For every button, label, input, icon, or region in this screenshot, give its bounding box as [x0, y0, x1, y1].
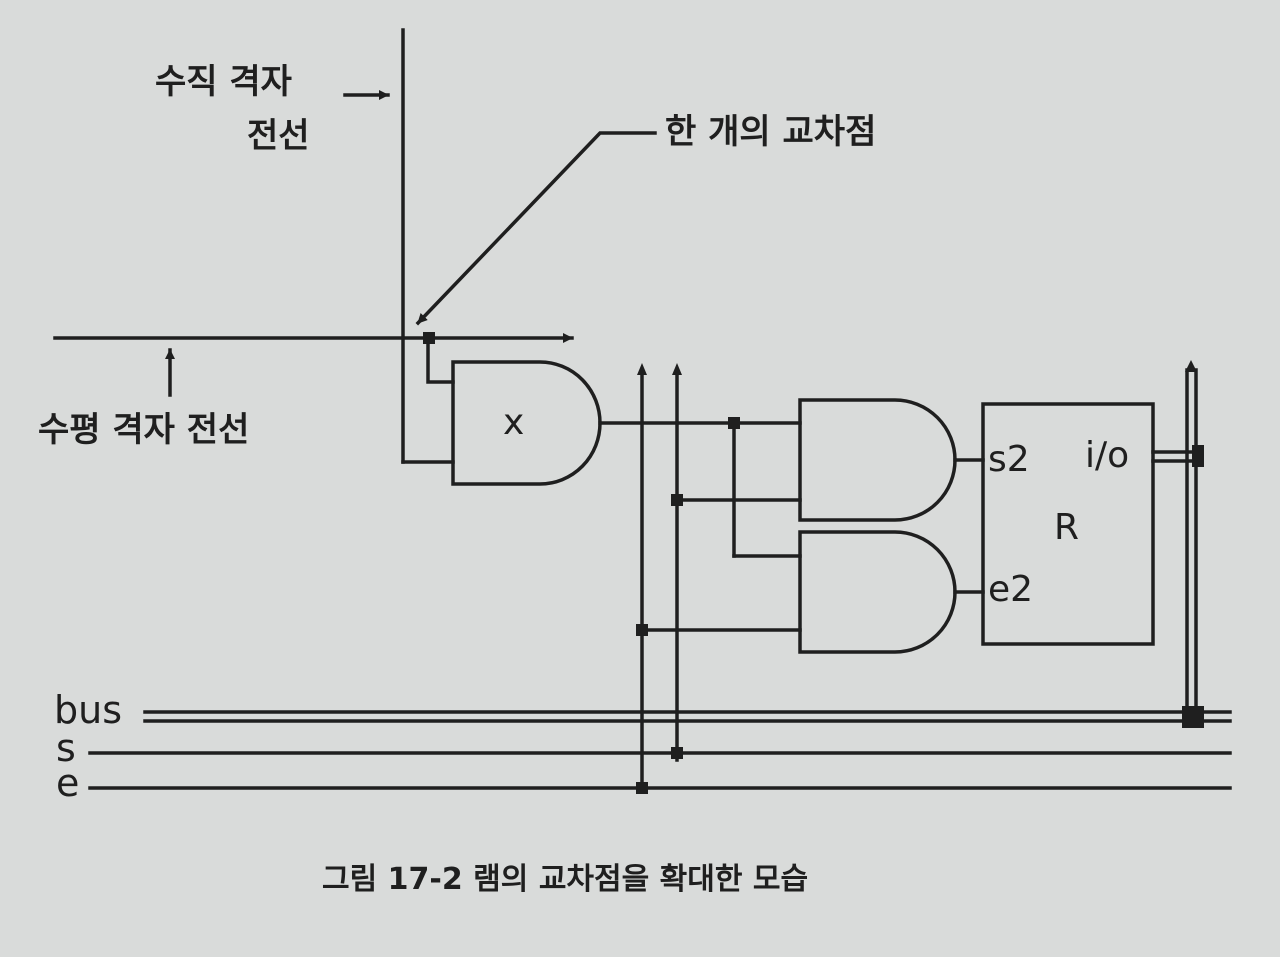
e-label: e — [56, 761, 80, 805]
junction-e-lower — [636, 624, 648, 636]
register-label: R — [1054, 507, 1080, 548]
junction-s-line — [671, 747, 683, 759]
e-line-arrowhead — [637, 363, 647, 375]
horizontal-wire-to-gate-x — [426, 336, 455, 384]
s-label: s — [56, 726, 76, 770]
port-io-label: i/o — [1085, 435, 1130, 476]
vertical-wire-label-line2: 전선 — [247, 116, 310, 156]
cross-point-dot — [423, 332, 435, 344]
register-box — [981, 402, 1155, 646]
junction-e-line — [636, 782, 648, 794]
vertical-wire-label-line1: 수직 격자 — [155, 62, 292, 102]
horizontal-wire-label: 수평 격자 전선 — [38, 410, 250, 450]
and-gate-s2 — [798, 398, 957, 522]
port-s2-label: s2 — [988, 439, 1030, 480]
figure-number: 그림 17-2 — [322, 862, 463, 897]
gate-x-label: x — [503, 402, 525, 443]
junction-io-bus — [1192, 445, 1204, 467]
cross-point-leader — [415, 131, 657, 326]
bus-label: bus — [54, 688, 123, 732]
junction-s-upper — [671, 494, 683, 506]
port-e2-label: e2 — [988, 569, 1034, 610]
s-line-arrowhead — [672, 363, 682, 375]
and-gate-x — [451, 360, 602, 486]
bus-line-arrowhead — [1185, 360, 1197, 372]
figure-caption-text: 램의 교차점을 확대한 모습 — [473, 862, 809, 897]
figure-caption: 그림 17-2 램의 교차점을 확대한 모습 — [322, 860, 808, 900]
and-gate-e2 — [798, 530, 957, 654]
junction-gate-x-output — [728, 417, 740, 429]
cross-point-label: 한 개의 교차점 — [665, 112, 877, 152]
junction-bus-line — [1182, 706, 1204, 728]
